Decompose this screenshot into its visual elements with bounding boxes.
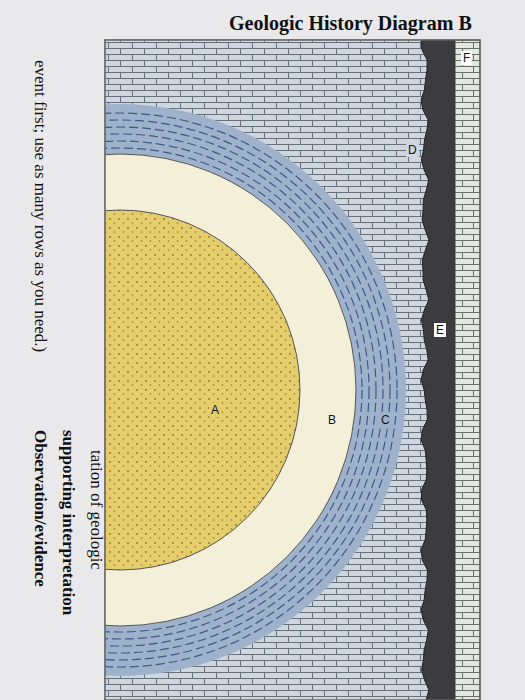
bedding-line [105,127,383,653]
layer-letter: C [379,413,392,427]
bedding-line [105,120,390,660]
bedding-line [105,113,397,667]
layer-letter: F [461,51,472,65]
diagram-title: Geologic History Diagram B [229,12,472,35]
layer-letter: D [406,143,419,157]
bedding-line [105,134,376,646]
worksheet-text: Observation/evidence [30,430,50,587]
worksheet-text: supporting interpretation [58,430,78,615]
worksheet-text: event first; use as many rows as you nee… [30,60,50,352]
layer-letter: E [434,323,446,337]
bedding-line [105,141,369,639]
worksheet-text: tation of geologic [86,450,106,570]
bedding-line [105,148,362,632]
layer-letter: B [326,413,338,427]
layer-letter: A [209,403,221,417]
